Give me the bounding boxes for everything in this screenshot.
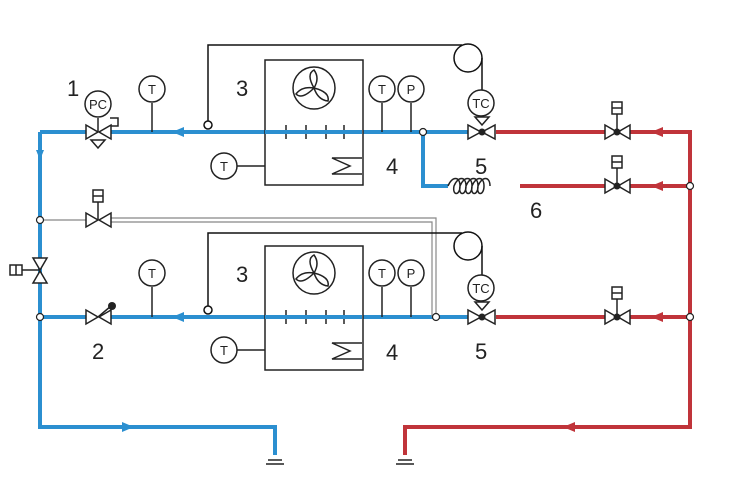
temperature-gauge-lower-air: T <box>210 336 265 364</box>
heat-coil-icon <box>331 342 362 360</box>
signal-wires <box>207 43 483 310</box>
temperature-gauge-upper-outlet: T <box>368 75 396 132</box>
flow-arrow-icon <box>36 150 44 160</box>
flow-arrow-icon <box>122 422 134 432</box>
pressure-gauge-upper-outlet: P <box>397 75 425 132</box>
svg-text:TC: TC <box>472 96 489 111</box>
svg-text:P: P <box>407 82 416 97</box>
label-2: 2 <box>92 339 104 364</box>
label-4-upper: 4 <box>386 154 398 179</box>
junction-nodes <box>35 127 695 322</box>
label-3-lower: 3 <box>236 262 248 287</box>
flow-arrows <box>36 127 663 432</box>
heat-trace-coil <box>447 177 491 195</box>
label-4-lower: 4 <box>386 340 398 365</box>
flow-arrow-icon <box>172 312 184 322</box>
solenoid-valve-icon[interactable] <box>604 155 631 195</box>
svg-text:T: T <box>148 266 156 281</box>
drain-icon <box>266 459 414 465</box>
label-3-upper: 3 <box>236 76 248 101</box>
svg-text:P: P <box>407 266 416 281</box>
temperature-control-valve-upper[interactable] <box>467 116 496 141</box>
label-1: 1 <box>67 76 79 101</box>
tc-instrument-lower: TC <box>467 274 495 302</box>
temperature-gauge-lower-left: T <box>138 259 166 317</box>
flow-arrow-icon <box>651 127 663 137</box>
svg-text:T: T <box>148 82 156 97</box>
pc-instrument: PC <box>84 90 112 118</box>
tc-instrument-upper: TC <box>467 89 495 117</box>
pressure-control-valve[interactable] <box>85 117 119 150</box>
svg-text:PC: PC <box>89 97 107 112</box>
solenoid-valve-icon[interactable] <box>9 257 49 284</box>
hot-piping <box>403 130 692 455</box>
svg-text:TC: TC <box>472 281 489 296</box>
hand-valve[interactable] <box>85 302 116 326</box>
svg-text:T: T <box>220 159 228 174</box>
solenoid-valve-icon[interactable] <box>604 286 631 326</box>
temperature-gauge-upper-left: T <box>138 75 166 132</box>
heat-coil-icon <box>331 157 362 175</box>
label-5-lower: 5 <box>475 339 487 364</box>
flow-arrow-icon <box>563 422 575 432</box>
svg-text:T: T <box>378 266 386 281</box>
cold-piping <box>38 130 468 455</box>
evaporator-upper <box>264 59 364 186</box>
temperature-control-valve-lower[interactable] <box>467 301 496 326</box>
label-5-upper: 5 <box>475 154 487 179</box>
flow-arrow-icon <box>651 312 663 322</box>
temperature-gauge-lower-outlet: T <box>368 259 396 317</box>
fan-icon <box>292 66 336 110</box>
flow-arrow-icon <box>172 127 184 137</box>
bypass-line <box>40 217 437 317</box>
label-6: 6 <box>530 198 542 223</box>
fan-icon <box>292 251 336 295</box>
svg-text:T: T <box>378 82 386 97</box>
evaporator-lower <box>264 245 364 371</box>
temperature-gauge-upper-air: T <box>210 152 265 180</box>
flow-arrow-icon <box>651 181 663 191</box>
solenoid-valve-icon[interactable] <box>85 189 112 229</box>
svg-text:T: T <box>220 343 228 358</box>
pressure-gauge-lower-outlet: P <box>397 259 425 317</box>
solenoid-valve-icon[interactable] <box>604 101 631 141</box>
